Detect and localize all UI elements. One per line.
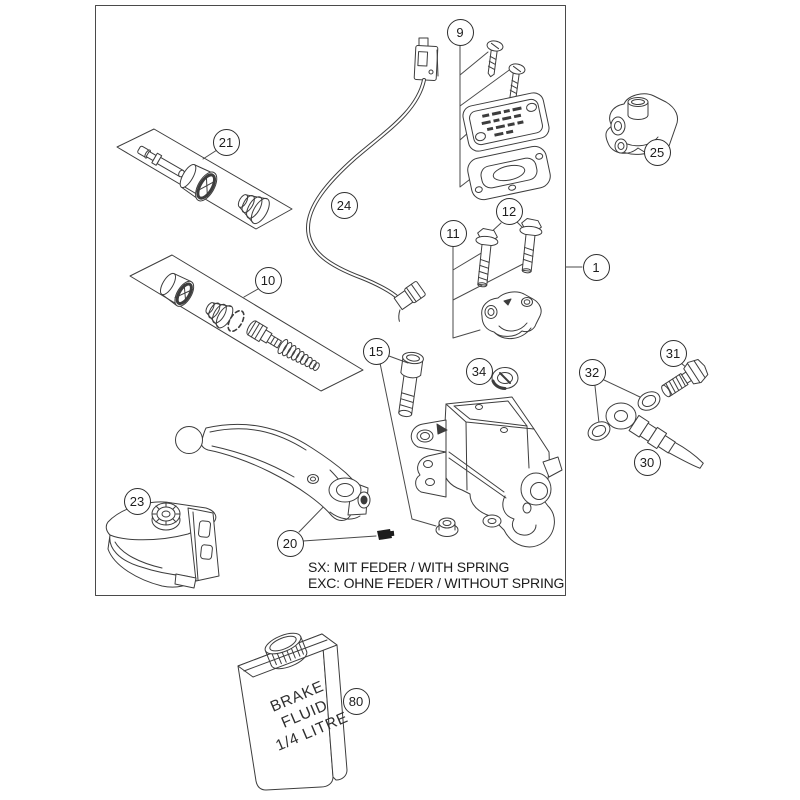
callout-34[interactable]: 34 [465, 357, 493, 385]
part-10-repair-kit [129, 254, 364, 392]
callout-10[interactable]: 10 [254, 266, 282, 294]
callout-21[interactable]: 21 [212, 128, 240, 156]
diagram-border [95, 5, 566, 596]
spring-note-line1: SX: MIT FEDER / WITH SPRING [308, 559, 510, 575]
reservoir-cover [462, 92, 550, 152]
part-80-bottle: BRAKE FLUID 1/4 LITRE [237, 632, 351, 791]
callout-30[interactable]: 30 [633, 448, 661, 476]
spring-note-line2: EXC: OHNE FEDER / WITHOUT SPRING [308, 574, 565, 591]
callout-25[interactable]: 25 [643, 138, 671, 166]
part-master-cylinder-body [410, 396, 563, 548]
callout-24[interactable]: 24 [330, 191, 358, 219]
part-30-brake-hose [605, 402, 704, 469]
spring-note: SX: MIT FEDER / WITH SPRING EXC: OHNE FE… [308, 559, 565, 591]
part-20-lever [175, 423, 371, 521]
part-32-washers [587, 391, 661, 441]
part-15-nut [435, 517, 459, 537]
part-31-banjo-bolt [661, 358, 709, 398]
part-20-spring-pin [377, 529, 395, 540]
callout-80[interactable]: 80 [342, 687, 370, 715]
callout-15[interactable]: 15 [362, 337, 390, 365]
part-15-bolt [398, 351, 424, 418]
callout-32[interactable]: 32 [578, 358, 606, 386]
callout-23[interactable]: 23 [123, 487, 151, 515]
leader-lines [202, 45, 689, 542]
reservoir-membrane [467, 145, 551, 201]
callout-11[interactable]: 11 [439, 219, 467, 247]
callout-1[interactable]: 1 [582, 253, 610, 281]
callout-12[interactable]: 12 [495, 197, 523, 225]
part-11-12-bolts [475, 218, 543, 288]
part-23-bracket [105, 501, 220, 589]
part-24-switch-cable [306, 37, 439, 322]
callout-20[interactable]: 20 [276, 529, 304, 557]
part-21-repair-kit [116, 128, 293, 230]
callout-9[interactable]: 9 [446, 18, 474, 46]
callout-31[interactable]: 31 [659, 339, 687, 367]
part-9-cover-kit [462, 40, 551, 201]
part-34-cap [491, 367, 519, 390]
part-handlebar-clamp [481, 291, 542, 340]
